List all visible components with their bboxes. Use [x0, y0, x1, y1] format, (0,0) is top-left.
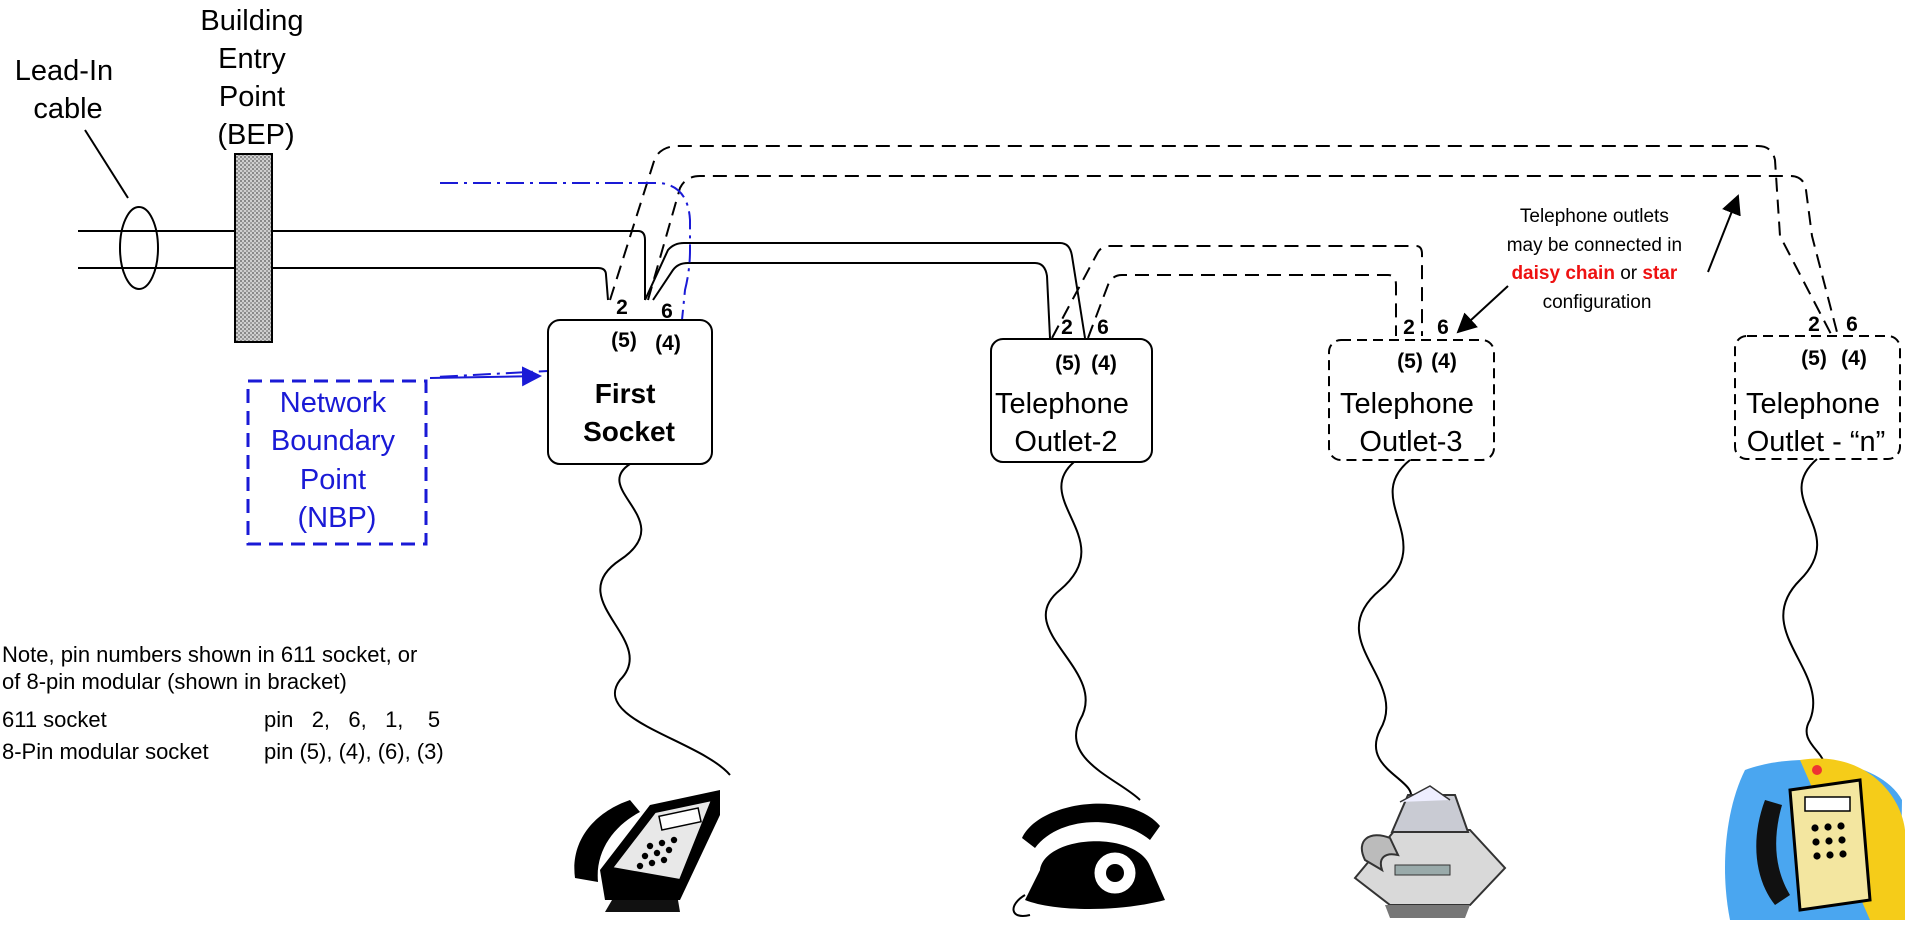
outletn-pin-b8: (4) [1841, 347, 1867, 370]
wire-to-first-socket-pin6 [272, 230, 646, 300]
outlet2-pin-a: 2 [1061, 316, 1073, 339]
outlet3-pin-a: 2 [1403, 316, 1415, 339]
pin-note: Note, pin numbers shown in 611 socket, o… [2, 642, 424, 694]
outletn-label: Telephone Outlet - “n” [1746, 388, 1888, 458]
outlet3-box [1328, 339, 1495, 461]
wire-to-outlet3-b [1087, 274, 1397, 339]
first-socket-label: First Socket [583, 378, 675, 447]
wire-to-first-socket-pin2 [272, 267, 609, 301]
nbp-boundary-line [435, 182, 691, 378]
bep-block [234, 153, 273, 343]
wire-to-outlet3-a [1051, 245, 1423, 339]
outlet2-pin-b: 6 [1097, 316, 1109, 339]
outlet3-cord [1357, 459, 1413, 801]
outlet3-label: Telephone Outlet-3 [1340, 388, 1482, 458]
fax-machine-icon [1353, 785, 1507, 918]
wire-to-outletn-b [647, 175, 1839, 337]
first-socket-pin-a8: (5) [611, 329, 637, 352]
desk-phone-icon [574, 790, 720, 912]
rotary-phone-icon [1012, 803, 1165, 917]
wire-to-outlet2-a [644, 242, 1086, 339]
bep-label: Building Entry Point (BEP) [200, 5, 311, 151]
outletn-pin-a: 2 [1808, 313, 1820, 336]
lead-in-pointer [84, 129, 129, 199]
outlet2-label: Telephone Outlet-2 [995, 388, 1137, 458]
first-socket-cord [599, 463, 731, 776]
lead-in-label: Lead-In cable [15, 55, 121, 125]
payphone-icon [1725, 758, 1905, 920]
wire-to-outletn-a [609, 145, 1833, 337]
wire-to-outlet2-b [652, 262, 1051, 339]
nbp-label: Network Boundary Point (NBP) [271, 387, 403, 534]
outlet3-pin-b: 6 [1437, 316, 1449, 339]
outlet3-pin-b8: (4) [1431, 350, 1457, 373]
first-socket-pin-b8: (4) [655, 332, 681, 355]
outlet3-pin-a8: (5) [1397, 350, 1423, 373]
pin-note-611-label: 611 socket [2, 707, 107, 732]
outletn-pin-b: 6 [1846, 313, 1858, 336]
star-text: star [1642, 263, 1677, 284]
pin-note-611-pins: pin 2, 6, 1, 5 [264, 707, 440, 732]
outlet2-cord [1044, 461, 1141, 801]
outlet2-pin-b8: (4) [1091, 352, 1117, 375]
nbp-arrow [429, 366, 542, 387]
first-socket-pin-a: 2 [616, 296, 628, 319]
pin-note-8pin-label: 8-Pin modular socket [2, 739, 209, 764]
outletn-pin-a8: (5) [1801, 347, 1827, 370]
outlet2-box [990, 338, 1153, 463]
outletn-cord [1782, 458, 1825, 771]
outlet2-pin-a8: (5) [1055, 352, 1081, 375]
first-socket-pin-b: 6 [661, 300, 673, 323]
cable-sheath [119, 206, 159, 290]
pin-note-8pin-pins: pin (5), (4), (6), (3) [264, 739, 444, 764]
annotation-arrow-to-outlet3 [1456, 285, 1509, 334]
annotation-arrow-to-wiring [1707, 194, 1741, 273]
outletn-box [1734, 335, 1901, 460]
daisy-chain-text: daisy chain [1511, 263, 1615, 284]
nbp-box [246, 379, 428, 546]
config-annotation: Telephone outlets may be connected in da… [1507, 206, 1688, 313]
